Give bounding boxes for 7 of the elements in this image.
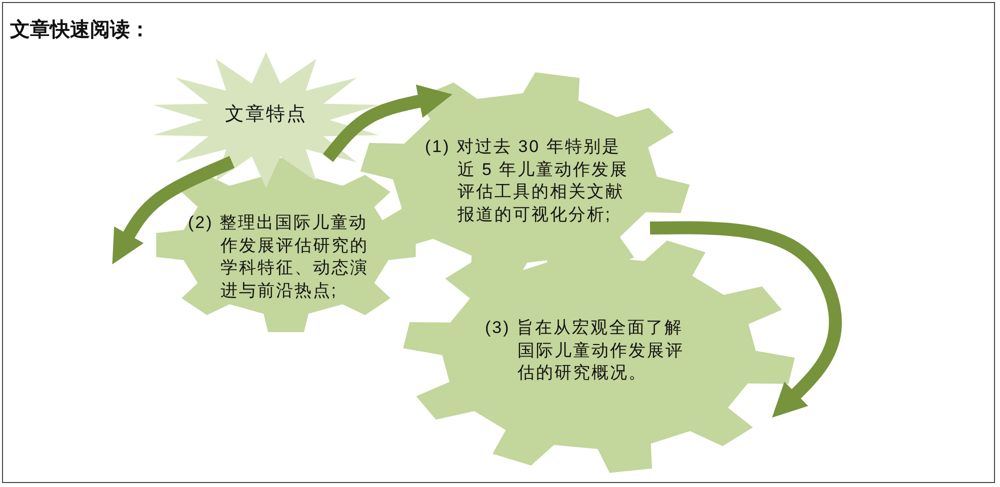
heading-text: 文章特点 (224, 103, 308, 127)
description-text: (3) 旨在从宏观全面了解国际儿童动作发展评估的研究概况。 (485, 317, 685, 384)
curved-arrow (650, 221, 842, 418)
diagram-title: 文章快速阅读： (10, 18, 150, 43)
curved-arrow (112, 156, 235, 264)
description-text: (2) 整理出国际儿童动作发展评估研究的学科特征、动态演进与前沿热点; (188, 212, 370, 302)
description-text: (1) 对过去 30 年特别是近 5 年儿童动作发展评估工具的相关文献报道的可视化分析; (425, 136, 630, 226)
